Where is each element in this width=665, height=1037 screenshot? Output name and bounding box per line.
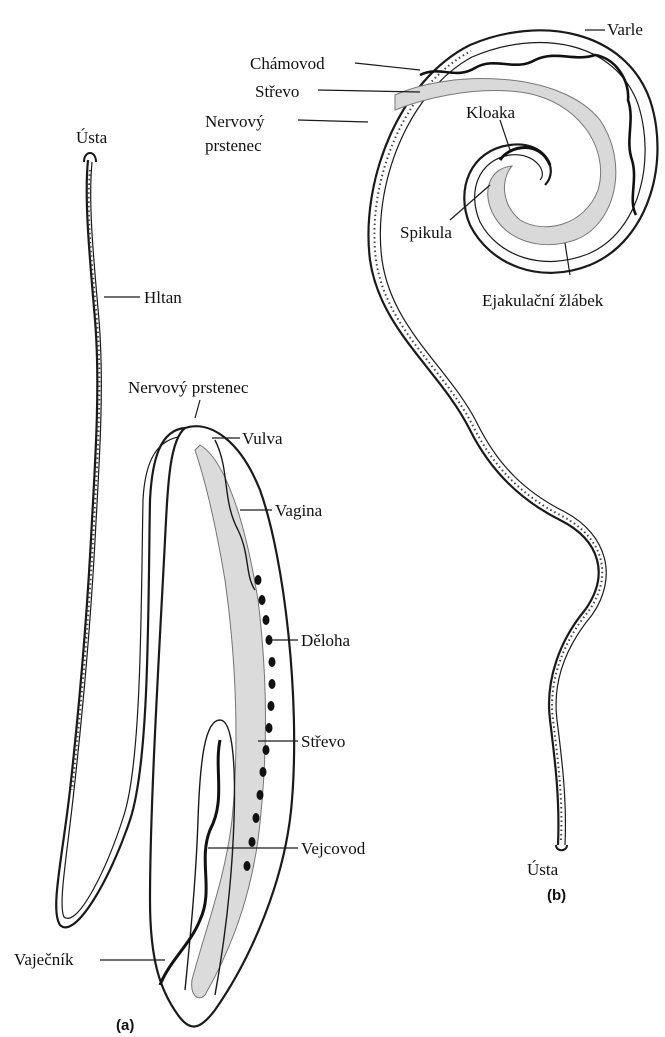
male-label-mouth: Ústa (527, 860, 558, 879)
male-label-nerve-ring-line1: Nervový (205, 112, 264, 131)
male-label-nerve-ring-line2: prstenec (205, 136, 262, 155)
male-label-spicule: Spikula (400, 223, 452, 242)
male-label-ejaculatory-groove: Ejakulační žlábek (482, 291, 603, 310)
female-panel-label: (a) (116, 1016, 134, 1035)
female-worm (56, 153, 298, 1026)
male-panel-label: (b) (547, 886, 566, 905)
female-label-uterus: Děloha (301, 631, 350, 650)
male-label-cloaca: Kloaka (466, 103, 515, 122)
male-label-vas-deferens: Chámovod (250, 54, 325, 73)
male-worm (298, 30, 658, 850)
female-label-mouth: Ústa (76, 128, 107, 147)
female-label-oviduct: Vejcovod (301, 839, 365, 858)
female-label-intestine: Střevo (301, 732, 345, 751)
male-mouth-tip (556, 845, 567, 850)
female-label-vulva: Vulva (242, 429, 283, 448)
female-label-ovary: Vaječník (14, 950, 73, 969)
female-label-pharynx: Hltan (144, 288, 182, 307)
female-label-nerve-ring: Nervový prstenec (128, 378, 248, 397)
male-label-testis: Varle (607, 20, 643, 39)
female-label-vagina: Vagina (275, 501, 322, 520)
female-mouth-tip (84, 153, 96, 162)
male-intestine-strip (374, 51, 602, 840)
male-label-intestine: Střevo (255, 82, 299, 101)
